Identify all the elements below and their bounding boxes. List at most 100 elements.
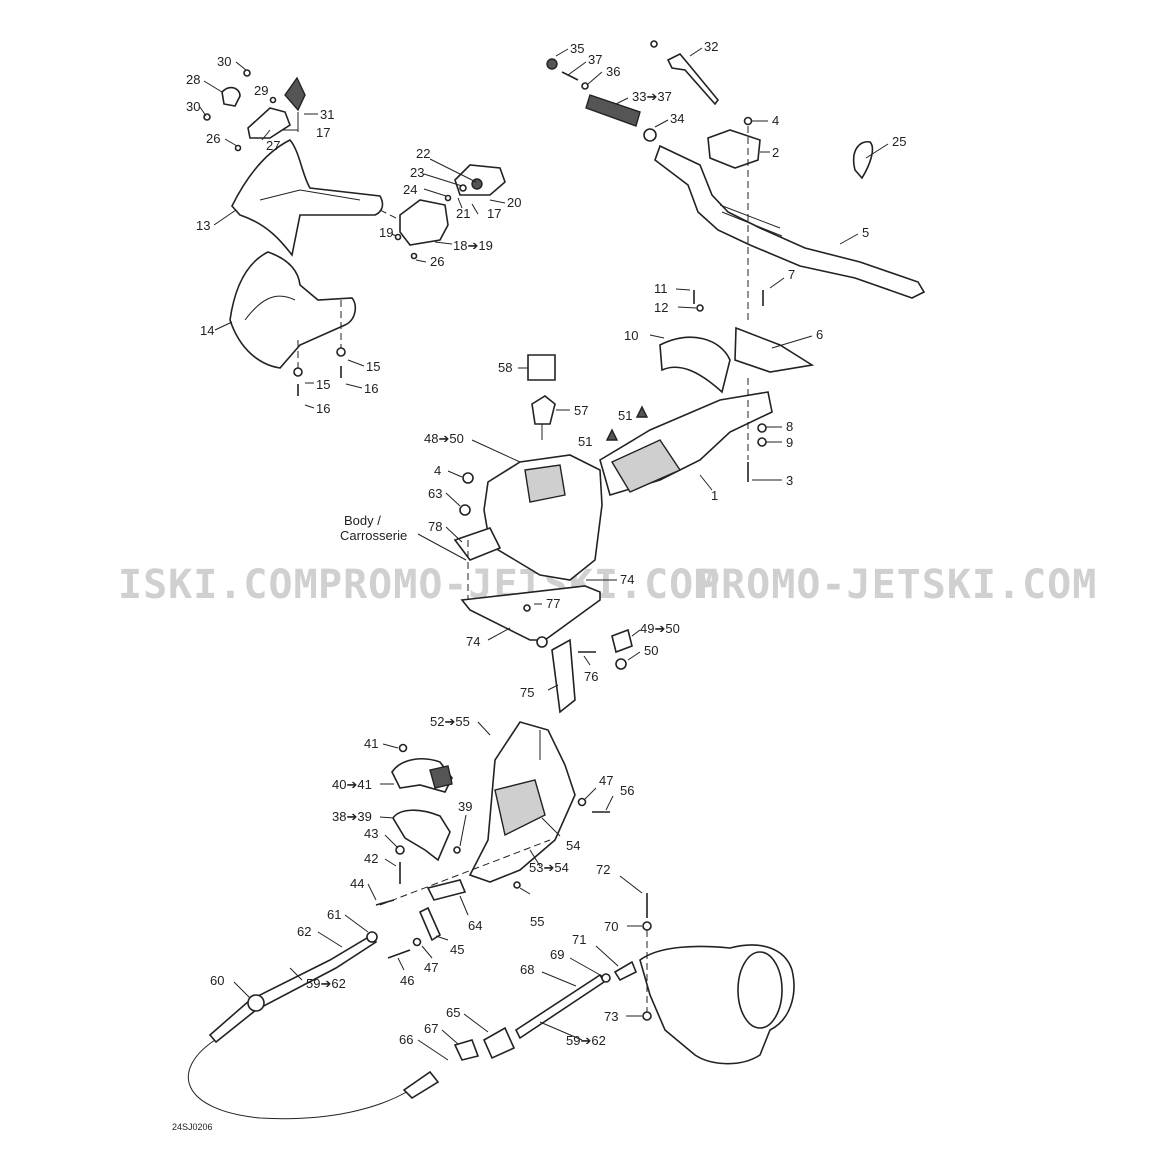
callout-54: 54 <box>566 838 580 853</box>
steering-housing-assembly <box>453 354 633 714</box>
callout-19: 19 <box>379 225 393 240</box>
housing-top <box>524 464 566 503</box>
callout-labels: 30 28 29 30 31 17 26 27 13 14 15 15 16 1… <box>172 39 906 1132</box>
callout-47-left: 47 <box>424 960 438 975</box>
screw-26-upper <box>234 144 242 152</box>
callout-70: 70 <box>604 919 618 934</box>
arm-75 <box>551 638 576 714</box>
washer-35 <box>546 58 558 70</box>
callout-23: 23 <box>410 165 424 180</box>
callout-74-right: 74 <box>620 572 634 587</box>
bracket-27 <box>247 107 291 139</box>
callout-5: 5 <box>862 225 869 240</box>
callout-17-left: 17 <box>316 125 330 140</box>
washer-47-right <box>577 797 587 807</box>
washer-15-right <box>336 347 346 357</box>
callout-73: 73 <box>604 1009 618 1024</box>
callout-43: 43 <box>364 826 378 841</box>
washer-15-left <box>293 367 303 377</box>
switch-housing-assembly <box>379 164 506 260</box>
callout-15-left: 15 <box>316 377 330 392</box>
callout-52: 52➔55 <box>430 714 470 729</box>
callout-40: 40➔41 <box>332 777 372 792</box>
lever-31 <box>284 76 306 112</box>
callout-3: 3 <box>786 473 793 488</box>
nut-65 <box>482 1026 516 1060</box>
callout-50: 50 <box>644 643 658 658</box>
callout-13: 13 <box>196 218 210 233</box>
callout-30-top: 30 <box>217 54 231 69</box>
callout-53: 53➔54 <box>529 860 569 875</box>
watermark-left: ISKI.COM <box>118 562 319 608</box>
ball-joint-71 <box>613 960 638 982</box>
callout-60: 60 <box>210 973 224 988</box>
nut-50 <box>615 658 627 670</box>
callout-11: 11 <box>654 281 668 296</box>
nut-55 <box>513 881 521 889</box>
callout-74-left: 74 <box>466 634 480 649</box>
callout-41: 41 <box>364 736 378 751</box>
steering-cable-assembly <box>188 893 795 1120</box>
screw-30-top <box>243 69 251 77</box>
callout-26-lower: 26 <box>430 254 444 269</box>
lever-45 <box>418 906 442 942</box>
screw-37 <box>561 71 579 81</box>
cable-fitting-60 <box>247 994 265 1012</box>
body-label-line1: Body / <box>344 513 381 528</box>
callout-42: 42 <box>364 851 378 866</box>
cover-10 <box>659 336 731 394</box>
callout-14: 14 <box>200 323 214 338</box>
cable-32 <box>666 53 720 106</box>
clip-39 <box>453 846 461 854</box>
switch-housing-18 <box>399 199 449 246</box>
washer-8 <box>757 423 767 433</box>
callout-51-lower: 51 <box>578 434 592 449</box>
cable-end-66 <box>402 1070 440 1100</box>
tether-25 <box>852 141 874 180</box>
steering-column-assembly <box>599 290 815 496</box>
callout-32: 32 <box>704 39 718 54</box>
nut-61 <box>366 931 378 943</box>
callout-67: 67 <box>424 1021 438 1036</box>
callout-36: 36 <box>606 64 620 79</box>
callout-35: 35 <box>570 41 584 56</box>
nut-4-top <box>743 116 753 126</box>
callout-46: 46 <box>400 973 414 988</box>
callout-75: 75 <box>520 685 534 700</box>
callout-8: 8 <box>786 419 793 434</box>
nozzle-opening <box>737 951 783 1029</box>
callout-25: 25 <box>892 134 906 149</box>
callout-78: 78 <box>428 519 442 534</box>
callout-20: 20 <box>507 195 521 210</box>
lower-cover-14 <box>229 251 357 369</box>
callout-22: 22 <box>416 146 430 161</box>
callout-30-left: 30 <box>186 99 200 114</box>
body-label-line2: Carrosserie <box>340 528 407 543</box>
callout-38: 38➔39 <box>332 809 372 824</box>
callout-62: 62 <box>297 924 311 939</box>
grip-end-34 <box>643 128 657 142</box>
callout-55: 55 <box>530 914 544 929</box>
washer-63 <box>459 504 471 516</box>
callout-24: 24 <box>403 182 417 197</box>
cable-support-assembly <box>375 721 610 959</box>
callout-15-right: 15 <box>366 359 380 374</box>
callout-37: 37 <box>588 52 602 67</box>
spacer-23 <box>459 184 467 192</box>
cable-rod-68 <box>514 973 606 1040</box>
callout-58: 58 <box>498 360 512 375</box>
callout-39: 39 <box>458 799 472 814</box>
leader-lines <box>199 47 889 1061</box>
callout-28: 28 <box>186 72 200 87</box>
callout-4-top: 4 <box>772 113 779 128</box>
callout-44: 44 <box>350 876 364 891</box>
callout-65: 65 <box>446 1005 460 1020</box>
grip-33 <box>585 94 641 127</box>
link-plate-74 <box>460 585 601 641</box>
watermark-right: PROMO-JETSKI.COM <box>696 562 1097 608</box>
pivot-77 <box>536 636 548 648</box>
callout-76: 76 <box>584 669 598 684</box>
nut-73 <box>642 1011 652 1021</box>
callout-21: 21 <box>456 206 470 221</box>
